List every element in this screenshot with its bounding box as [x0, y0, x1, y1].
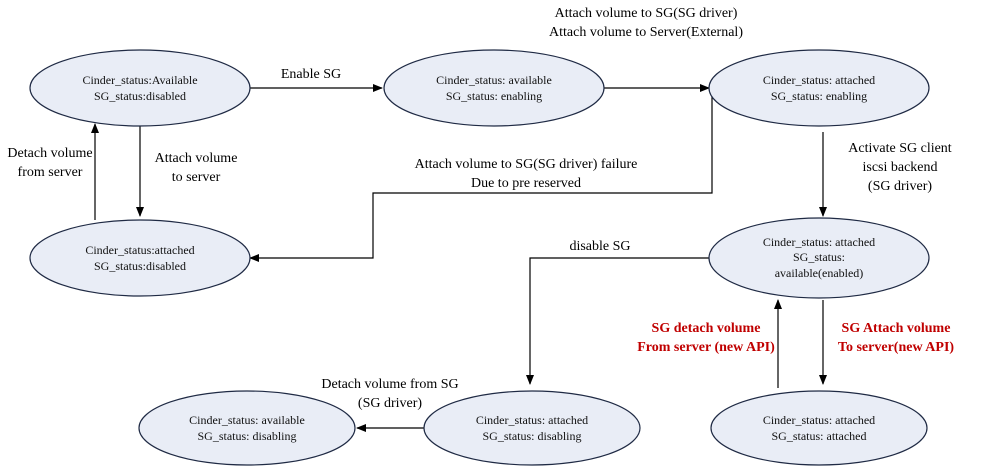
edge-label-line: Due to pre reserved — [471, 176, 581, 191]
edge-label-sg-detach-new-api: SG detach volume From server (new API) — [637, 321, 775, 355]
node-label-line: SG_status: disabling — [482, 429, 581, 443]
edge-label-line: From server (new API) — [637, 340, 775, 355]
node-attached-disabled: Cinder_status:attached SG_status:disable… — [29, 219, 251, 297]
node-ellipse — [138, 390, 356, 466]
edge-label-attach-failure: Attach volume to SG(SG driver) failure D… — [415, 157, 638, 191]
node-available-enabling: Cinder_status: available SG_status: enab… — [383, 49, 605, 127]
edge-label-line: Detach volume — [7, 146, 92, 161]
edge-label-activate-sg: Activate SG client iscsi backend (SG dri… — [848, 141, 952, 194]
edge-label-line: Attach volume — [155, 151, 238, 166]
edge-label-sg-attach-new-api: SG Attach volume To server(new API) — [838, 321, 954, 355]
node-label-line: Cinder_status: attached — [763, 413, 875, 427]
node-ellipse — [708, 217, 930, 299]
node-attached-attached: Cinder_status: attached SG_status: attac… — [710, 390, 928, 466]
node-label-line: SG_status: attached — [772, 429, 867, 443]
edge-label-line: Enable SG — [281, 67, 341, 82]
edge-label-line: Detach volume from SG — [321, 377, 458, 392]
node-ellipse — [423, 390, 641, 466]
node-label-line: Cinder_status: available — [436, 73, 552, 87]
node-label-line: SG_status: disabling — [197, 429, 296, 443]
edge-label-line: disable SG — [569, 239, 630, 254]
node-available-disabling: Cinder_status: available SG_status: disa… — [138, 390, 356, 466]
edge-label-line: Attach volume to SG(SG driver) — [555, 6, 738, 21]
edge-label-attach-volume-server: Attach volume to server — [155, 151, 238, 185]
node-label-line: SG_status: enabling — [446, 89, 542, 103]
edge-label-line: Attach volume to Server(External) — [549, 25, 743, 40]
edge-label-line: to server — [172, 170, 221, 185]
node-ellipse — [29, 219, 251, 297]
node-label-line: Cinder_status: attached — [476, 413, 588, 427]
node-label-line: Cinder_status: available — [189, 413, 305, 427]
edge-label-detach-volume-from-sg: Detach volume from SG (SG driver) — [321, 377, 458, 411]
edge-attach-failure — [249, 88, 713, 262]
node-label-line: SG_status:disabled — [94, 89, 186, 103]
node-label-line: Cinder_status: attached — [763, 235, 875, 249]
node-attached-enabling: Cinder_status: attached SG_status: enabl… — [708, 49, 930, 127]
node-label-line: Cinder_status:Available — [82, 73, 197, 87]
node-label-line: SG_status:disabled — [94, 259, 186, 273]
edge-label-line: (SG driver) — [358, 396, 422, 411]
node-label-line: Cinder_status:attached — [85, 243, 194, 257]
node-label-line: available(enabled) — [775, 266, 864, 280]
node-label-line: SG_status: enabling — [771, 89, 867, 103]
edge-label-line: Attach volume to SG(SG driver) failure — [415, 157, 638, 172]
edge-label-line: (SG driver) — [868, 179, 932, 194]
edge-label-line: SG Attach volume — [842, 321, 951, 336]
node-available-disabled: Cinder_status:Available SG_status:disabl… — [29, 49, 251, 127]
edge-label-attach-volume-sg: Attach volume to SG(SG driver) Attach vo… — [549, 6, 743, 40]
node-ellipse — [383, 49, 605, 127]
edge-disable-sg — [526, 257, 710, 385]
edges — [91, 84, 827, 432]
node-attached-available-enabled: Cinder_status: attached SG_status: avail… — [708, 217, 930, 299]
edge-label-disable-sg: disable SG — [569, 239, 630, 254]
edge-label-line: To server(new API) — [838, 340, 954, 355]
edge-label-line: SG detach volume — [652, 321, 761, 336]
edge-label-line: iscsi backend — [862, 160, 937, 175]
edge-label-detach-volume-server: Detach volume from server — [7, 146, 92, 180]
edge-label-line: from server — [18, 165, 83, 180]
node-attached-disabling: Cinder_status: attached SG_status: disab… — [423, 390, 641, 466]
node-ellipse — [710, 390, 928, 466]
edge-label-enable-sg: Enable SG — [281, 67, 341, 82]
edge-label-line: Activate SG client — [848, 141, 952, 156]
node-label-line: SG_status: — [793, 250, 845, 264]
node-ellipse — [29, 49, 251, 127]
node-label-line: Cinder_status: attached — [763, 73, 875, 87]
node-ellipse — [708, 49, 930, 127]
